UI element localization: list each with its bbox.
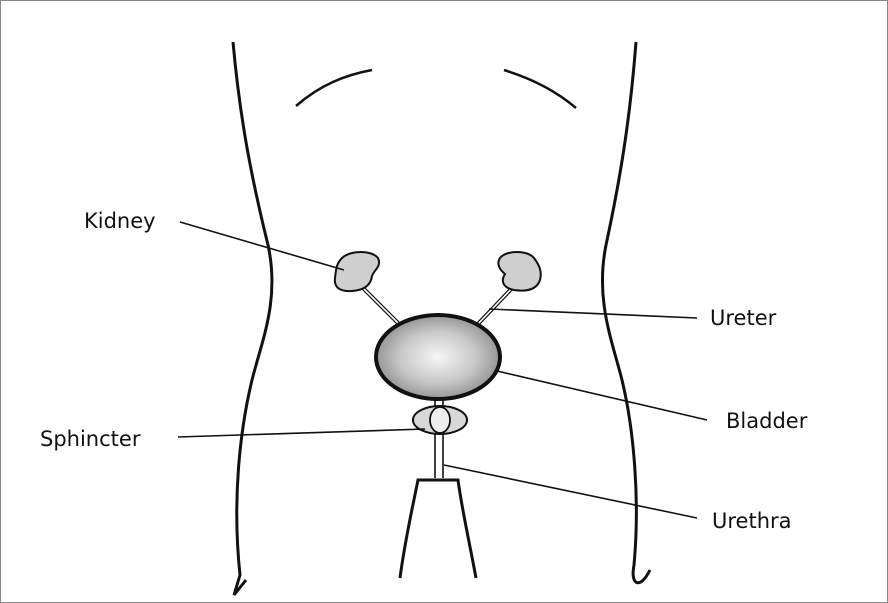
kidney-label: Kidney — [84, 209, 156, 233]
torso-left-outline — [233, 42, 272, 595]
urethra-leader-line — [444, 465, 697, 518]
kidney-leader-line — [180, 222, 344, 270]
torso-right-outline — [602, 42, 650, 583]
chest-curve-left — [296, 70, 372, 106]
sphincter-leader-line — [178, 429, 425, 437]
ureter-leader-line — [489, 309, 697, 318]
ureter-label: Ureter — [710, 306, 777, 330]
sphincter-label: Sphincter — [40, 427, 141, 451]
sphincter-inner-ring — [430, 407, 450, 433]
bladder — [376, 315, 500, 399]
kidney-left — [335, 252, 379, 291]
kidney-right — [498, 252, 540, 291]
ureter-left-inner — [360, 285, 400, 325]
chest-curve-right — [504, 70, 576, 108]
ureter-right-inner — [477, 285, 515, 325]
bladder-leader-line — [497, 371, 707, 420]
bladder-label: Bladder — [726, 409, 808, 433]
urethra-label: Urethra — [712, 509, 792, 533]
lower-body-outline — [400, 480, 476, 578]
